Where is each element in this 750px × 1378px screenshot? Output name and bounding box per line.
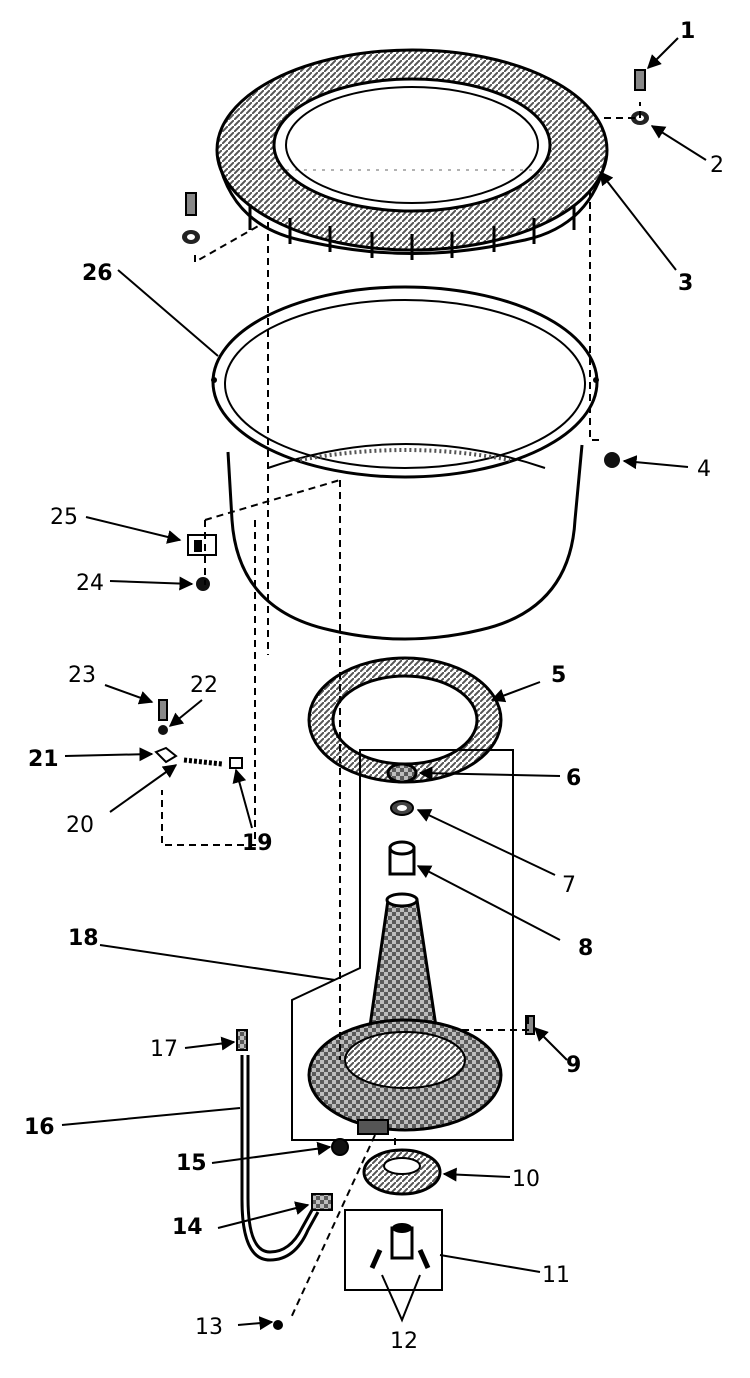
label-part-20: 20 — [66, 813, 94, 838]
label-part-9: 9 — [566, 1053, 581, 1078]
label-part-18: 18 — [68, 926, 99, 951]
label-part-22: 22 — [190, 673, 218, 698]
alignment-lines — [161, 102, 641, 1321]
label-part-14: 14 — [172, 1215, 203, 1240]
label-part-1: 1 — [680, 19, 695, 44]
label-part-2: 2 — [710, 153, 724, 178]
label-part-7: 7 — [562, 873, 576, 898]
label-part-16: 16 — [24, 1115, 55, 1140]
washer — [362, 1148, 442, 1196]
label-part-10: 10 — [512, 1167, 540, 1192]
label-part-15: 15 — [176, 1151, 207, 1176]
label-part-19: 19 — [242, 831, 273, 856]
label-part-11: 11 — [542, 1263, 570, 1288]
label-part-21: 21 — [28, 747, 59, 772]
label-part-4: 4 — [697, 457, 711, 482]
tub — [211, 285, 599, 641]
balance-ring — [215, 48, 609, 260]
bearing-stack — [386, 762, 418, 876]
drive-assembly — [291, 749, 514, 1141]
label-part-17: 17 — [150, 1037, 178, 1062]
label-part-23: 23 — [68, 663, 96, 688]
label-part-25: 25 — [50, 505, 78, 530]
coupling — [344, 1209, 443, 1323]
label-part-8: 8 — [578, 936, 593, 961]
leader-lines — [61, 37, 707, 1331]
label-part-12: 12 — [390, 1329, 418, 1354]
label-part-5: 5 — [551, 663, 566, 688]
hardware — [154, 69, 649, 1035]
part-labels: 1 2 3 4 5 6 7 8 9 10 11 12 13 14 15 16 1… — [24, 19, 724, 1354]
label-part-3: 3 — [678, 271, 693, 296]
label-part-13: 13 — [195, 1315, 223, 1340]
label-part-26: 26 — [82, 261, 113, 286]
label-part-24: 24 — [76, 571, 104, 596]
label-part-6: 6 — [566, 766, 581, 791]
